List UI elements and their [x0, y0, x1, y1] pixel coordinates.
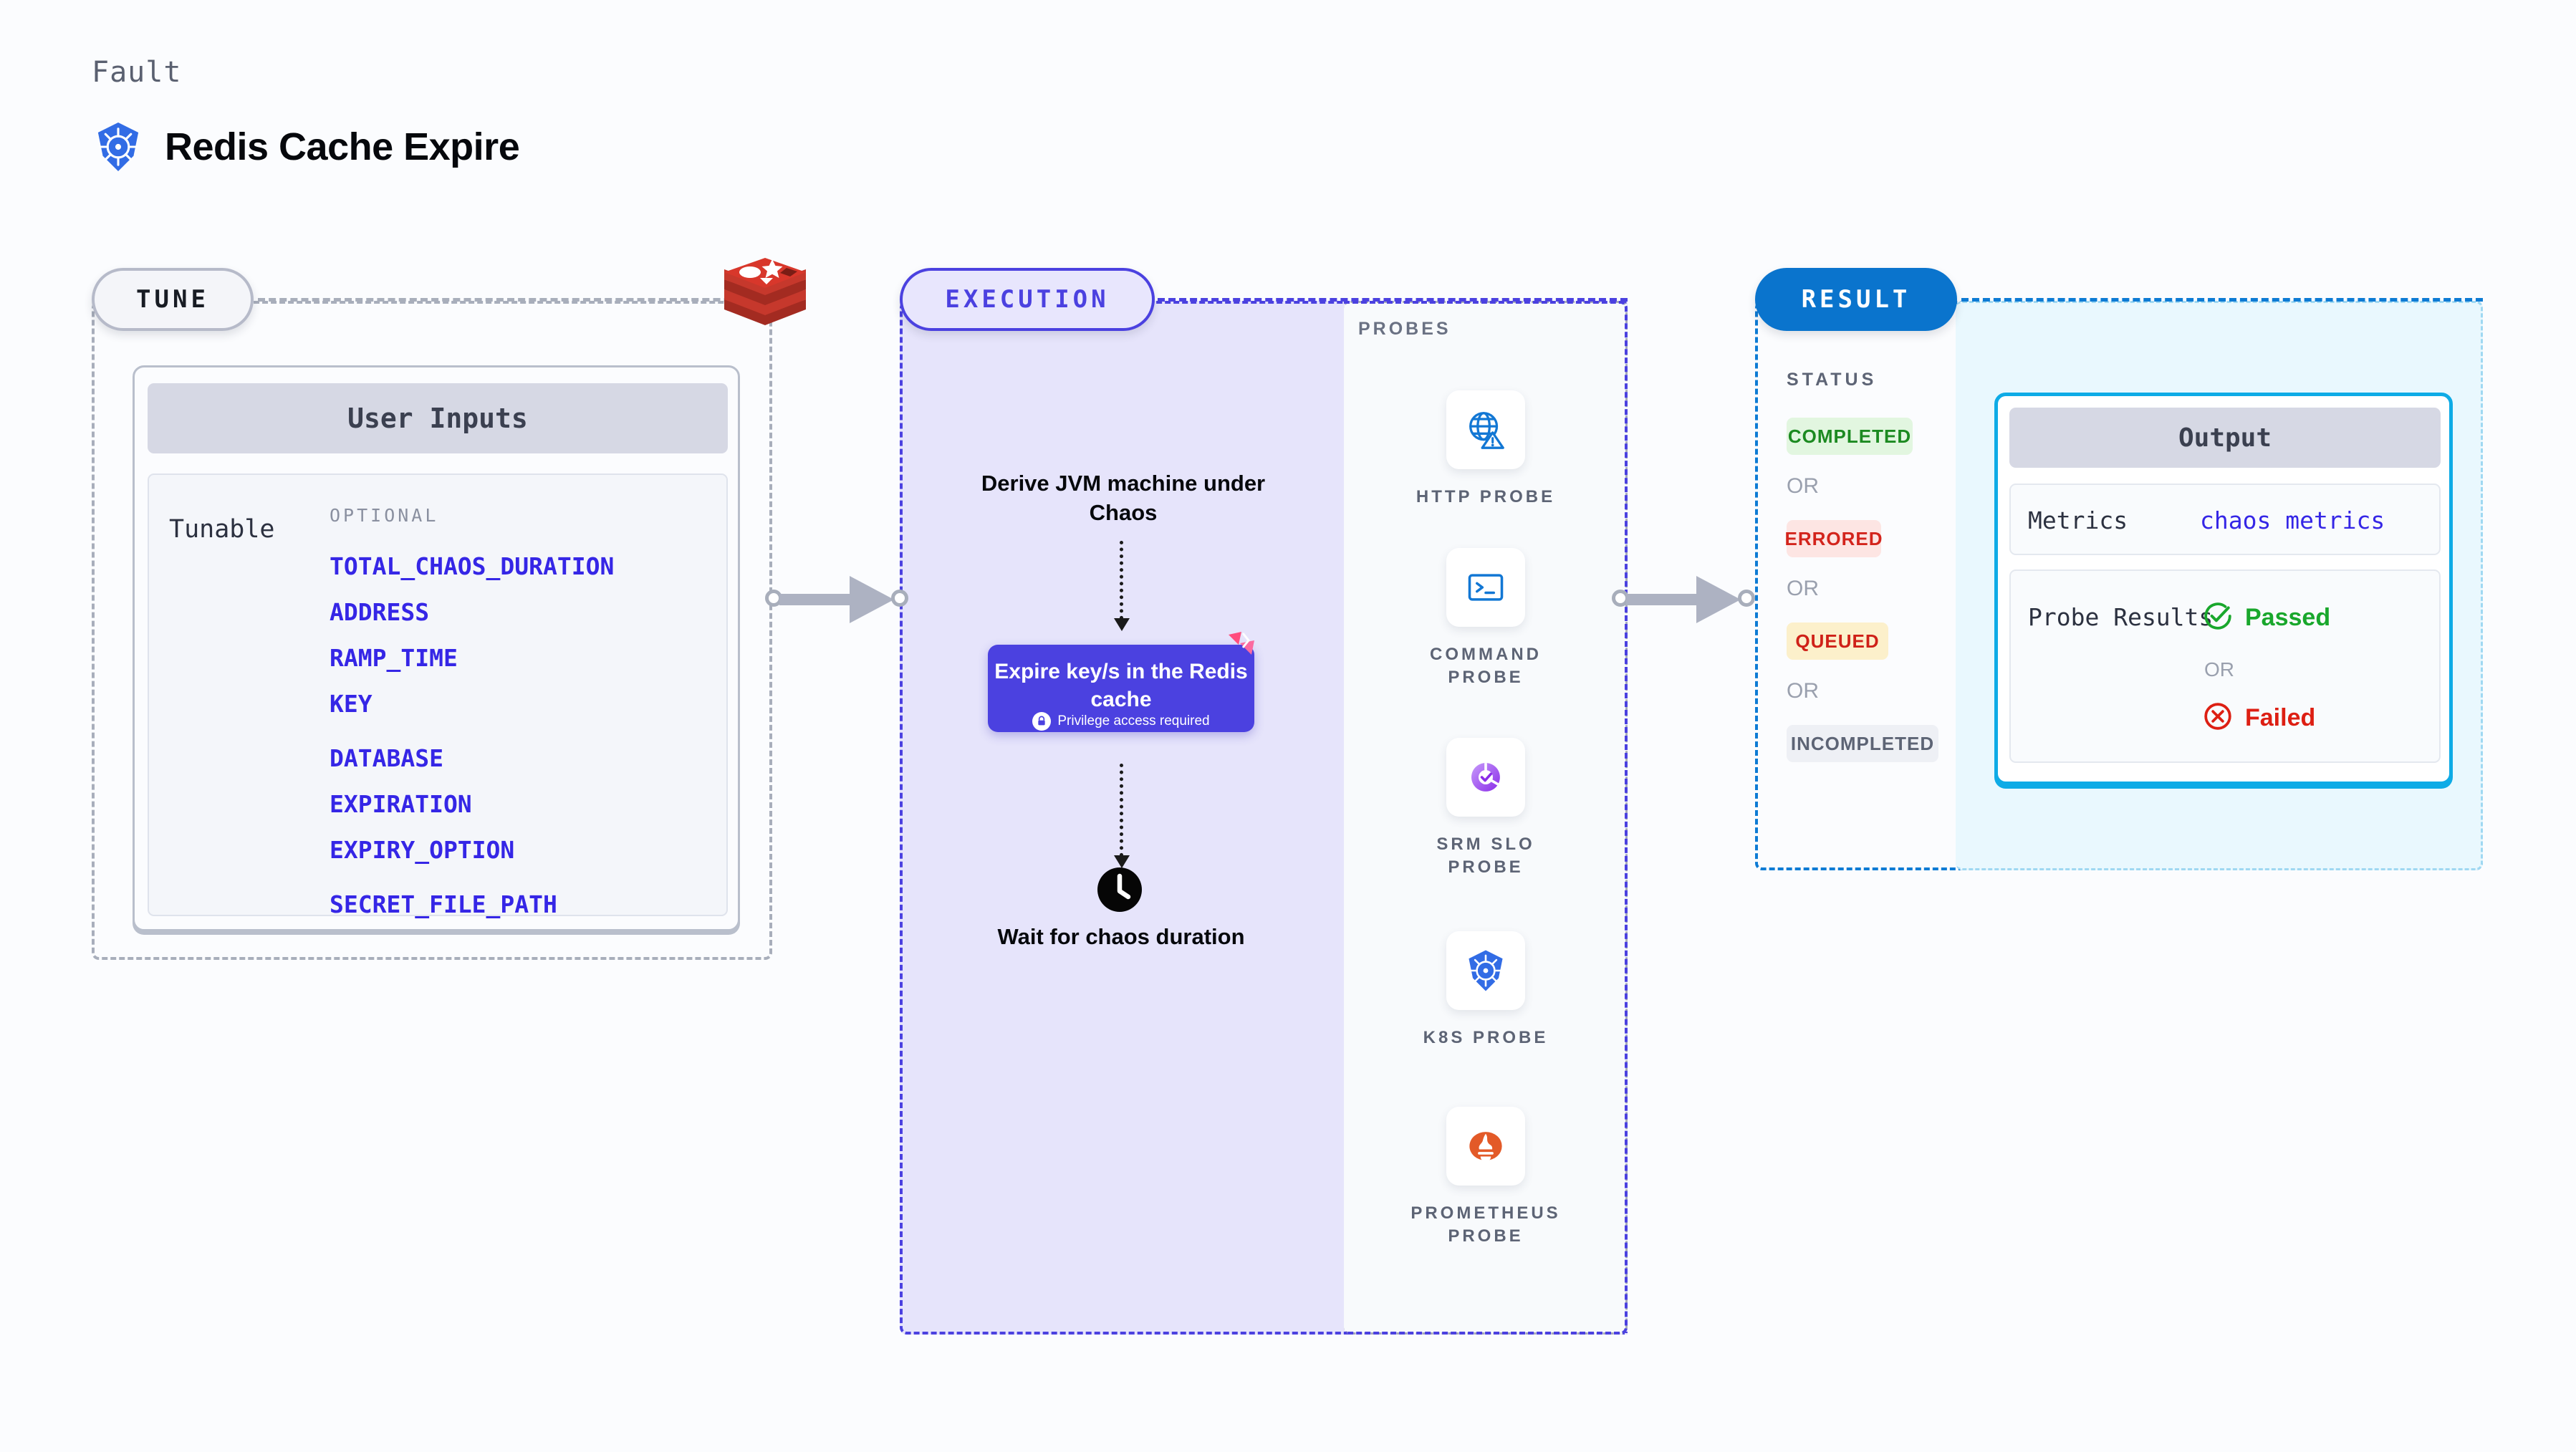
- execution-action-title: Expire key/s in the Redis cache: [994, 660, 1248, 711]
- prometheus-icon: [1446, 1107, 1525, 1186]
- probe-result-failed: Failed: [2203, 701, 2315, 735]
- passed-label: Passed: [2245, 604, 2331, 631]
- status-badge: COMPLETED: [1787, 418, 1913, 455]
- user-inputs-card: User Inputs Tunable OPTIONAL TOTAL_CHAOS…: [133, 365, 740, 931]
- page-title-row: Redis Cache Expire: [92, 120, 520, 173]
- connector-probes-to-result: [1612, 566, 1755, 630]
- probe-results-label: Probe Results: [2028, 603, 2214, 631]
- harness-flag-icon: [1227, 630, 1263, 663]
- terminal-icon: [1446, 548, 1525, 627]
- status-badge: QUEUED: [1787, 622, 1888, 660]
- output-header: Output: [2009, 408, 2441, 468]
- flow-arrowhead-icon: [1114, 855, 1130, 868]
- connector-end-dot: [1738, 590, 1755, 607]
- connector-arrowhead: [850, 576, 894, 623]
- execution-section-pill[interactable]: EXECUTION: [900, 268, 1155, 331]
- connector-line: [1626, 594, 1711, 605]
- or-separator: OR: [1787, 474, 1819, 498]
- param-item[interactable]: EXPIRY_OPTION: [330, 836, 515, 864]
- result-pill-line: [1961, 298, 2483, 302]
- clock-icon: [1095, 865, 1144, 914]
- param-item[interactable]: RAMP_TIME: [330, 644, 458, 672]
- probes-title: PROBES: [1358, 319, 1451, 339]
- user-inputs-header: User Inputs: [148, 383, 728, 453]
- status-title: STATUS: [1787, 370, 1878, 390]
- fault-eyebrow-label: Fault: [92, 56, 182, 89]
- probe-label: HTTP PROBE: [1416, 487, 1556, 506]
- tunable-panel: Tunable OPTIONAL TOTAL_CHAOS_DURATION AD…: [148, 473, 728, 918]
- tune-section-frame: [92, 301, 772, 960]
- tunable-row-label: Tunable: [169, 515, 275, 544]
- or-separator: OR: [1787, 577, 1819, 600]
- probes-section-frame: [1344, 301, 1628, 1335]
- failed-label: Failed: [2245, 704, 2316, 731]
- execution-step-derive: Derive JVM machine under Chaos: [981, 471, 1266, 525]
- x-circle-icon: [2203, 701, 2233, 735]
- probe-label: K8S PROBE: [1423, 1028, 1549, 1047]
- probe-item-prometheus[interactable]: PROMETHEUS PROBE: [1403, 1107, 1568, 1249]
- param-item[interactable]: DATABASE: [330, 744, 443, 772]
- lock-icon: [1032, 712, 1052, 731]
- flow-connector-line: [1120, 541, 1123, 620]
- connector-arrowhead: [1696, 576, 1741, 623]
- probe-results-row: Probe Results Passed OR F: [2009, 569, 2441, 763]
- tune-section-pill[interactable]: TUNE: [92, 268, 254, 331]
- tunable-param-list: TOTAL_CHAOS_DURATION ADDRESS RAMP_TIME K…: [330, 552, 614, 936]
- probe-result-passed: Passed: [2203, 601, 2330, 635]
- privilege-badge: Privilege access required: [988, 712, 1254, 731]
- flow-arrowhead-icon: [1114, 618, 1130, 631]
- optional-group-label: OPTIONAL: [330, 505, 439, 526]
- param-item[interactable]: KEY: [330, 690, 373, 718]
- probe-label: PROMETHEUS PROBE: [1410, 1203, 1561, 1246]
- globe-warning-icon: [1446, 390, 1525, 469]
- connector-line: [779, 594, 864, 605]
- execution-action-card[interactable]: Expire key/s in the Redis cache Privileg…: [988, 645, 1254, 732]
- probe-label: SRM SLO PROBE: [1436, 835, 1535, 878]
- page-title: Redis Cache Expire: [165, 125, 520, 168]
- metrics-row: Metrics chaos metrics: [2009, 484, 2441, 555]
- output-card: Output Metrics chaos metrics Probe Resul…: [1994, 393, 2453, 785]
- param-item[interactable]: ADDRESS: [330, 598, 430, 626]
- execution-pill-line: [1158, 298, 1628, 302]
- metrics-label: Metrics: [2028, 506, 2128, 534]
- param-item[interactable]: SECRET_FILE_PATH: [330, 890, 557, 918]
- privilege-badge-text: Privilege access required: [1057, 713, 1210, 729]
- result-section-pill[interactable]: RESULT: [1755, 268, 1957, 331]
- param-item[interactable]: EXPIRATION: [330, 790, 472, 818]
- redis-logo-icon: [719, 252, 812, 345]
- or-separator: OR: [1787, 679, 1819, 703]
- execution-step-wait: Wait for chaos duration: [997, 924, 1245, 949]
- check-circle-icon: [2203, 601, 2233, 635]
- connector-tune-to-execution: [765, 566, 908, 630]
- probe-item-command[interactable]: COMMAND PROBE: [1403, 548, 1568, 690]
- tune-pill-line: [258, 298, 764, 302]
- kubernetes-icon: [1446, 931, 1525, 1010]
- or-separator: OR: [2204, 658, 2234, 681]
- status-badge: INCOMPLETED: [1787, 725, 1938, 762]
- probe-item-k8s[interactable]: K8S PROBE: [1403, 931, 1568, 1049]
- connector-end-dot: [891, 590, 908, 607]
- probe-item-srm-slo[interactable]: SRM SLO PROBE: [1403, 738, 1568, 880]
- srm-slo-icon: [1446, 738, 1525, 817]
- status-badge: ERRORED: [1785, 520, 1883, 557]
- kubernetes-icon: [92, 120, 145, 173]
- flow-connector-line: [1120, 764, 1123, 857]
- param-item[interactable]: TOTAL_CHAOS_DURATION: [330, 552, 615, 580]
- probe-item-http[interactable]: HTTP PROBE: [1403, 390, 1568, 509]
- probe-label: COMMAND PROBE: [1430, 645, 1542, 688]
- metrics-value[interactable]: chaos metrics: [2200, 506, 2385, 534]
